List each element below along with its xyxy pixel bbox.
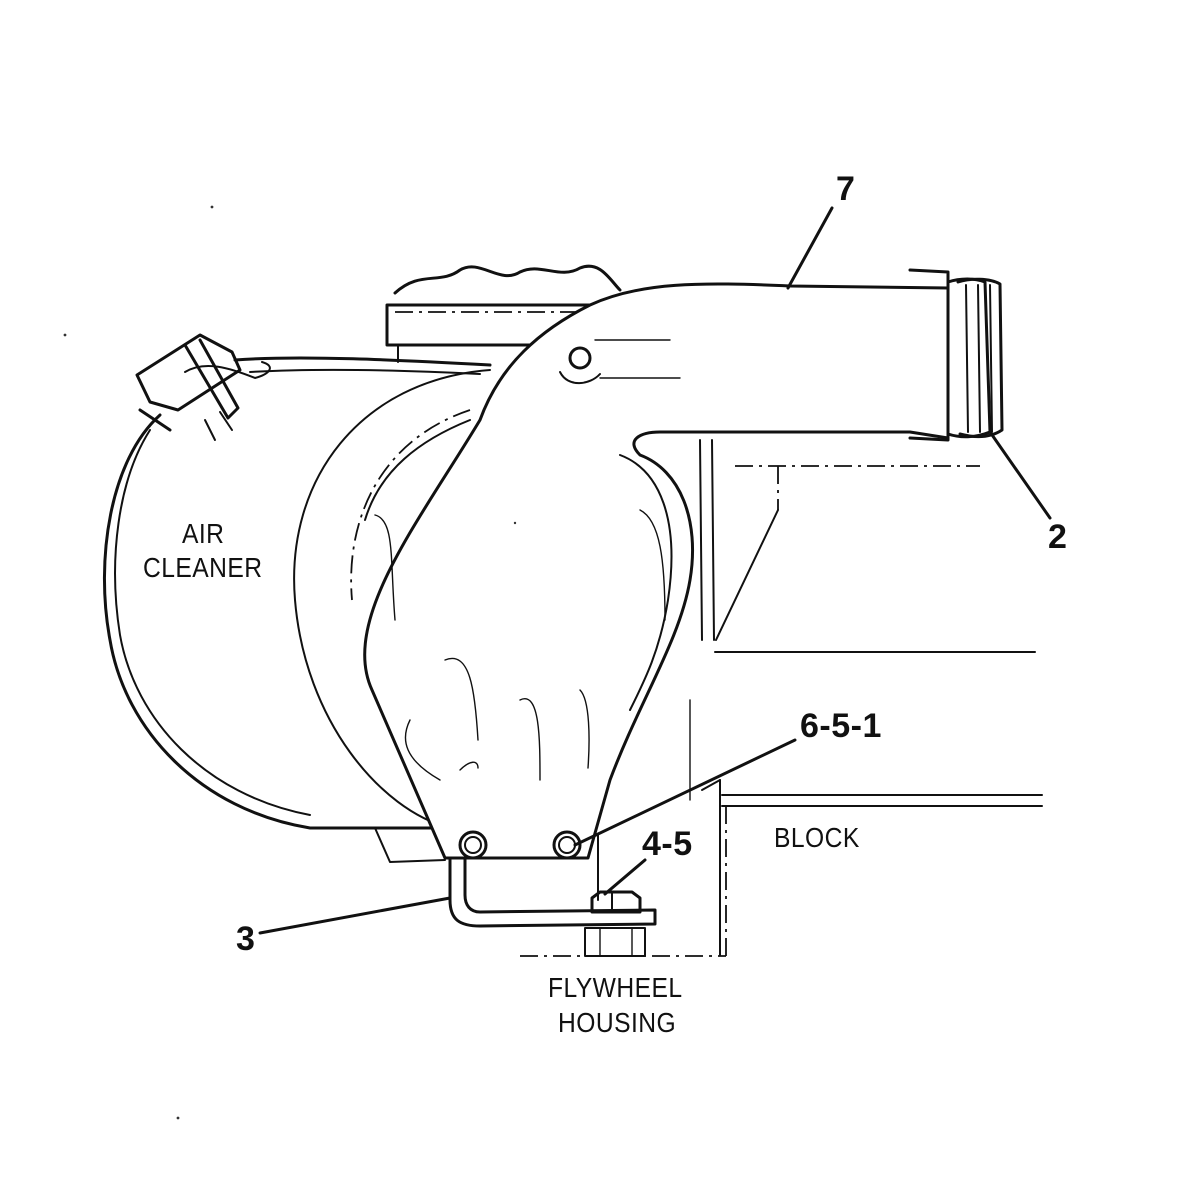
callout-3: 3 — [236, 920, 256, 958]
bracket-bolt — [590, 890, 642, 914]
air-cleaner-label-line2: CLEANER — [143, 552, 263, 583]
air-cleaner-label-line1: AIR — [182, 518, 225, 549]
engine-block — [701, 465, 1043, 956]
mounting-bracket — [448, 834, 657, 928]
hose-coupling — [946, 277, 1004, 439]
leader-lines — [258, 206, 1052, 935]
intake-elbow — [363, 268, 950, 860]
callout-4-5: 4-5 — [642, 825, 693, 863]
callout-2: 2 — [1048, 518, 1068, 556]
block-label: BLOCK — [774, 822, 860, 853]
callout-7: 7 — [836, 170, 856, 208]
flywheel-label-line2: HOUSING — [558, 1007, 677, 1038]
air-cleaner-body — [102, 264, 622, 863]
flywheel-housing — [520, 806, 727, 957]
callout-6-5-1: 6-5-1 — [800, 707, 882, 745]
flywheel-label-line1: FLYWHEEL — [548, 972, 683, 1003]
air-cleaner-clamp — [135, 333, 271, 441]
